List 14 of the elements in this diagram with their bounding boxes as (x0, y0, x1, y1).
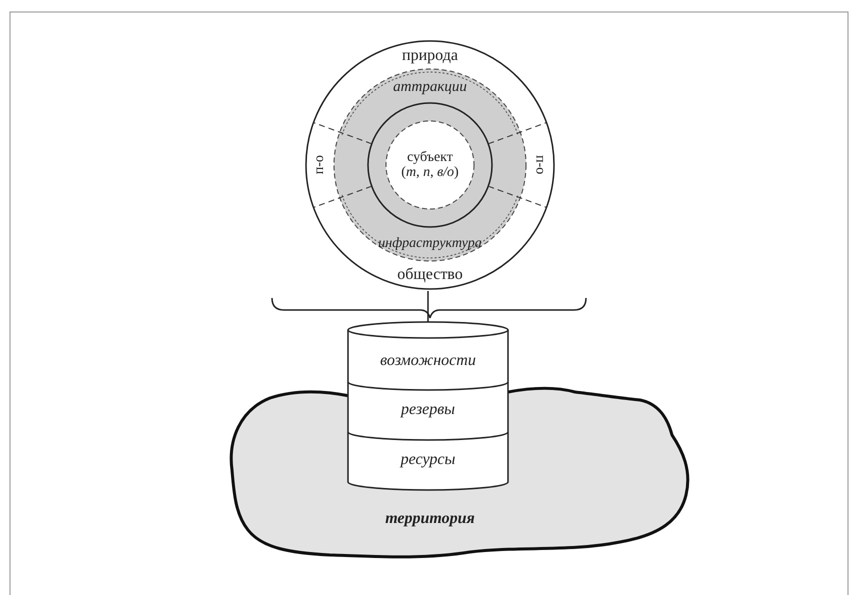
label-text: ресурсы (400, 451, 456, 469)
label-text: возможности (380, 352, 476, 370)
label-text: резервы (400, 401, 455, 419)
label-text: п-о (532, 155, 548, 175)
label-text: аттракции (393, 78, 467, 96)
label-text: инфраструктура (378, 236, 482, 252)
label-text: п-о (312, 155, 328, 175)
ring-diagram (305, 40, 555, 290)
label-text: общество (397, 266, 463, 284)
label-text: территория (385, 510, 475, 528)
label-text: субъект (407, 150, 453, 165)
connector-line (427, 291, 429, 322)
label-text: природа (402, 47, 458, 65)
label-text: (т, п, в/о) (401, 165, 459, 180)
